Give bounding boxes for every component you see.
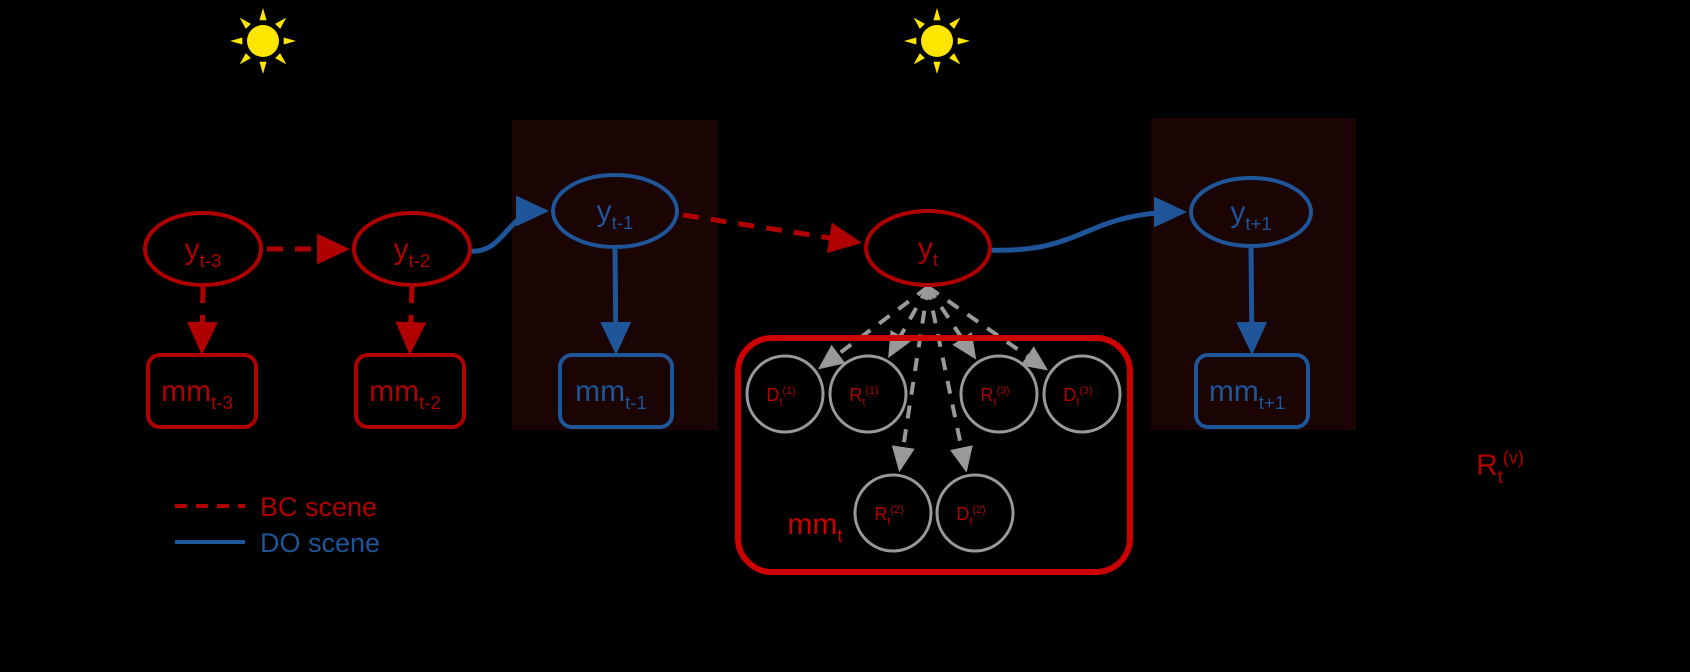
state-node-label-y_t+1-text: yt+1	[1230, 196, 1271, 234]
memory-box-label-mm_t-1: mmt-1	[575, 375, 647, 413]
sun-ray-icon	[957, 37, 970, 45]
memory-circle-D_t^3	[1042, 354, 1122, 434]
memory-circle-label-R_t^1-text: Rt(1)	[849, 385, 878, 409]
sun-disc-icon	[247, 25, 279, 57]
state-node-y_t-3	[143, 211, 263, 287]
state-node-label-y_t+1: yt+1	[1230, 196, 1271, 234]
memory-circle-label-D_t^1: Dt(1)	[766, 385, 795, 409]
memory-circle-R_t^3	[959, 354, 1039, 434]
sun-ray-icon	[259, 8, 267, 21]
memory-circle-label-R_t^2: Rt(2)	[874, 504, 903, 528]
memory-bank-label: mmt	[787, 508, 843, 546]
memory-box-label-mm_t-2: mmt-2	[369, 375, 441, 413]
legend-bc-label: BC scene	[260, 492, 377, 522]
memory-circle-D_t^1	[745, 354, 825, 434]
sun-ray-icon	[913, 53, 925, 65]
state-node-label-y_t-2-text: yt-2	[394, 233, 431, 271]
memory-circle-R_t^2	[853, 473, 933, 553]
memory-circle-label-D_t^1-text: Dt(1)	[766, 385, 795, 409]
memory-circle-label-D_t^2: Dt(2)	[956, 504, 985, 528]
state-node-label-y_t-3-text: yt-3	[185, 233, 222, 271]
memory-circle-label-D_t^3: Dt(3)	[1063, 385, 1092, 409]
state-node-label-y_t-text: yt	[918, 232, 939, 270]
edge-bc-transition-1	[682, 212, 862, 254]
sun-right	[904, 8, 970, 74]
sun-ray-icon	[949, 53, 961, 65]
memory-bank-label-text: mmt	[787, 508, 843, 546]
state-node-label-y_t-1: yt-1	[597, 195, 634, 233]
memory-box-label-mm_t+1-text: mmt+1	[1209, 375, 1285, 413]
sun-ray-icon	[275, 53, 287, 65]
memory-circle-label-R_t^1: Rt(1)	[849, 385, 878, 409]
edge-emission-2	[600, 248, 632, 355]
sun-ray-icon	[239, 53, 251, 65]
memory-bank-box	[735, 335, 1133, 575]
floating-label-R_t^v: Rt(v)	[1476, 448, 1524, 487]
edge-memory-fan-3	[926, 285, 1049, 371]
edge-memory-fan-5	[926, 286, 973, 473]
sun-ray-icon	[933, 8, 941, 21]
memory-circle-label-D_t^2-text: Dt(2)	[956, 504, 985, 528]
memory-box-mm_t-1	[558, 353, 674, 429]
memory-circle-label-D_t^3-text: Dt(3)	[1063, 385, 1092, 409]
edge-emission-1	[395, 286, 427, 355]
memory-box-mm_t-3	[146, 353, 258, 429]
memory-box-label-mm_t-2-text: mmt-2	[369, 375, 441, 413]
state-node-label-y_t-1-text: yt-1	[597, 195, 634, 233]
memory-circle-label-R_t^2-text: Rt(2)	[874, 504, 903, 528]
state-node-label-y_t: yt	[918, 232, 939, 270]
state-node-y_t+1	[1189, 176, 1313, 248]
floating-label-R_t^v-text: Rt(v)	[1476, 448, 1524, 487]
memory-box-label-mm_t-3-text: mmt-3	[161, 375, 233, 413]
sun-ray-icon	[239, 17, 251, 29]
state-node-label-y_t-2: yt-2	[394, 233, 431, 271]
sun-ray-icon	[933, 61, 941, 74]
sun-ray-icon	[230, 37, 243, 45]
sun-ray-icon	[259, 61, 267, 74]
edge-emission-3	[1236, 247, 1268, 355]
legend-do-label: DO scene	[260, 528, 380, 558]
sun-ray-icon	[949, 17, 961, 29]
sun-left	[230, 8, 296, 74]
state-node-y_t-1	[551, 173, 679, 249]
state-node-label-y_t-3: yt-3	[185, 233, 222, 271]
sun-ray-icon	[275, 17, 287, 29]
memory-circle-label-R_t^3: Rt(3)	[980, 385, 1009, 409]
state-node-y_t	[864, 209, 992, 287]
edge-do-transition-0	[467, 195, 549, 254]
edge-emission-0	[186, 286, 218, 355]
sun-ray-icon	[283, 37, 296, 45]
memory-box-label-mm_t-3: mmt-3	[161, 375, 233, 413]
memory-circle-R_t^1	[828, 354, 908, 434]
memory-circle-D_t^2	[935, 473, 1015, 553]
memory-circle-label-R_t^3-text: Rt(3)	[980, 385, 1009, 409]
edge-memory-fan-1	[888, 286, 930, 359]
memory-box-mm_t+1	[1194, 353, 1310, 429]
sun-ray-icon	[904, 37, 917, 45]
memory-box-label-mm_t+1: mmt+1	[1209, 375, 1285, 413]
sun-disc-icon	[921, 25, 953, 57]
state-node-y_t-2	[352, 211, 472, 287]
memory-box-mm_t-2	[354, 353, 466, 429]
memory-box-label-mm_t-1-text: mmt-1	[575, 375, 647, 413]
edge-memory-fan-0	[817, 285, 930, 370]
edge-do-transition-1	[987, 196, 1187, 253]
edge-memory-fan-4	[891, 286, 930, 473]
sun-ray-icon	[913, 17, 925, 29]
